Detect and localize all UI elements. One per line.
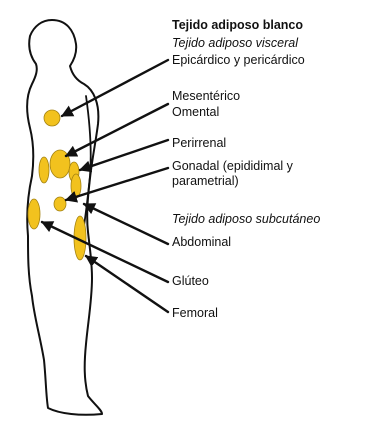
label-gonadal: Gonadal (epididimal y parametrial) bbox=[172, 159, 293, 189]
epicardial-fat-depot bbox=[44, 110, 60, 126]
visceral-heading: Tejido adiposo visceral bbox=[172, 36, 298, 51]
arrow-gluteal bbox=[42, 222, 168, 282]
title: Tejido adiposo blanco bbox=[172, 18, 303, 33]
arrow-mesenteric-omental bbox=[66, 104, 168, 156]
abdominal-fat-depot bbox=[71, 174, 81, 198]
gluteal-fat-depot bbox=[28, 199, 40, 229]
label-mesenteric: Mesentérico bbox=[172, 89, 240, 104]
gonadal-fat-depot bbox=[54, 197, 66, 211]
label-perirenal: Perirrenal bbox=[172, 136, 226, 151]
arrow-epicardial bbox=[62, 60, 168, 116]
label-omental: Omental bbox=[172, 105, 219, 120]
label-gluteal: Glúteo bbox=[172, 274, 209, 289]
arrow-femoral bbox=[86, 256, 168, 312]
label-epicardial-pericardial: Epicárdico y pericárdico bbox=[172, 53, 305, 68]
subcutaneous-heading: Tejido adiposo subcutáneo bbox=[172, 212, 320, 227]
arrow-abdominal bbox=[84, 204, 168, 244]
label-femoral: Femoral bbox=[172, 306, 218, 321]
mesenteric-fat-depot bbox=[39, 157, 49, 183]
label-abdominal: Abdominal bbox=[172, 235, 231, 250]
